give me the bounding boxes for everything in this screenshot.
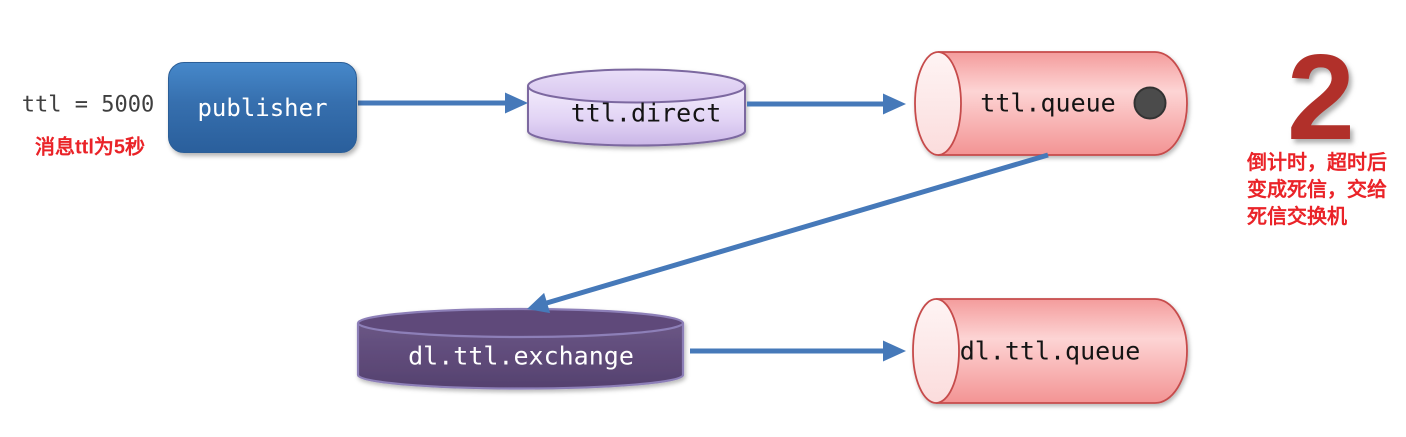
publisher-label: publisher — [197, 93, 328, 122]
dl-exchange-shape — [356, 307, 685, 390]
step-note-text: 倒计时，超时后 变成死信，交给 死信交换机 — [1247, 152, 1387, 228]
arrow-queue-to-dl-exchange — [527, 152, 1049, 314]
dl-queue-shape — [912, 298, 1188, 404]
step-number: 2 — [1287, 29, 1355, 165]
arrow-direct-to-queue — [747, 93, 906, 115]
timer-icon — [1133, 86, 1167, 120]
publisher-node: publisher — [168, 62, 357, 153]
ttl-queue-shape — [914, 51, 1188, 156]
arrow-publisher-to-direct — [358, 92, 528, 114]
direct-exchange-shape — [527, 68, 746, 147]
arrow-dl-exchange-to-dl-queue — [690, 340, 906, 362]
